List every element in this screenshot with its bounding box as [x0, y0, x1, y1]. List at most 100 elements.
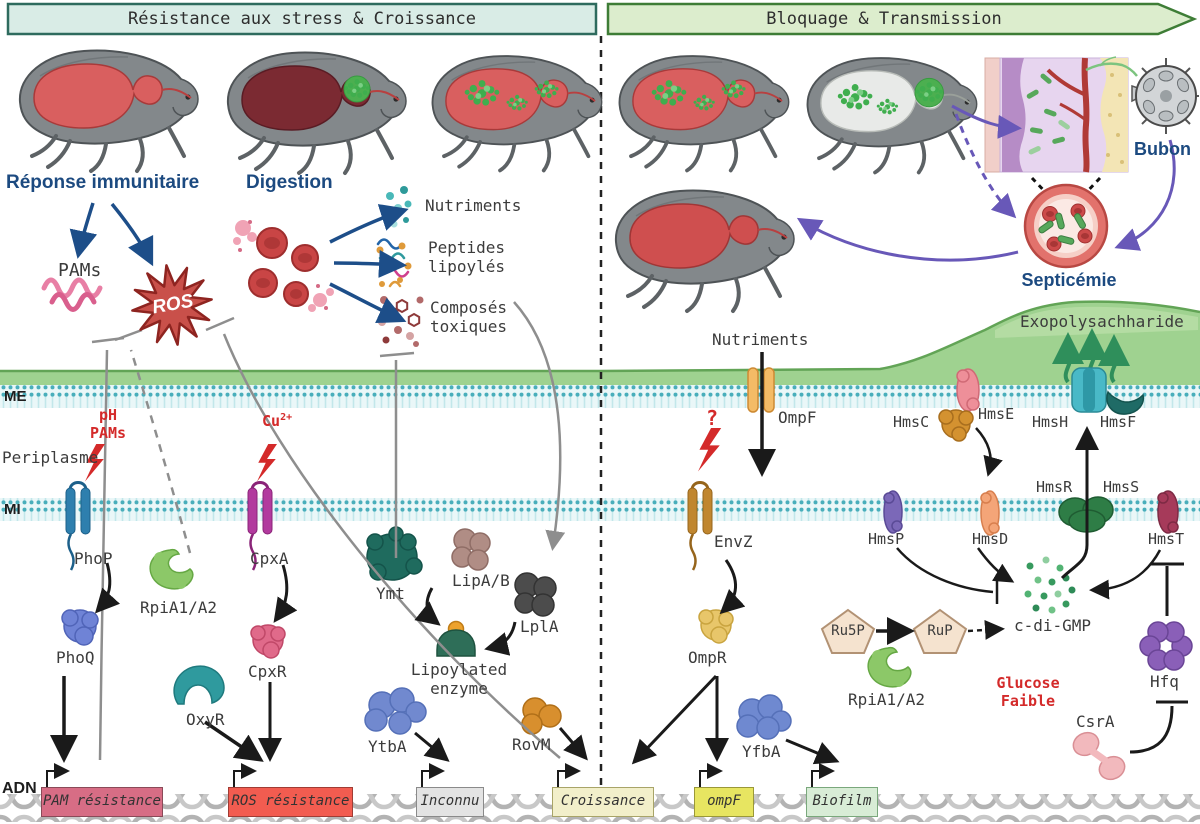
hmsE-protein [956, 368, 980, 412]
gene-box-biofilm: Biofilm [806, 787, 878, 817]
toxic-compounds-cluster [378, 296, 424, 347]
hmsF-label: HmsF [1100, 413, 1137, 431]
nutrients-right-label: Nutriments [712, 330, 809, 349]
exopolysaccharide-label: Exopolysachharide [1020, 312, 1184, 331]
lipAB-label: LipA/B [452, 571, 510, 590]
lipoylated-peptides-label: Peptides lipoylés [428, 238, 506, 277]
flea-refed [613, 188, 796, 313]
septicemia-red-cells [1042, 203, 1093, 252]
yfbA-label: YfbA [742, 742, 781, 761]
ompF-label: OmpF [778, 408, 817, 427]
stress-lightning-bolts [85, 428, 722, 482]
flea-fed [17, 48, 200, 174]
outer-membrane [0, 385, 1200, 408]
gene-box-ros-resistance: ROS résistance [228, 787, 353, 817]
bubo-label: Bubon [1134, 139, 1191, 159]
ru5p-label: Ru5P [831, 623, 865, 639]
oxyR-label: OxyR [186, 710, 225, 729]
immune-response-title: Réponse immunitaire [6, 172, 200, 193]
inner-membrane-label: MI [4, 501, 21, 518]
phoQ-blob [61, 609, 99, 646]
ompR-label: OmpR [688, 648, 727, 667]
rpiA-blob-right [867, 646, 912, 688]
hmsC-blob [938, 409, 974, 442]
lipoylated-enzyme-label: Lipoylated enzyme [410, 660, 508, 699]
flea-digesting-proventriculus-colonized [225, 50, 408, 176]
ompF-porin [747, 367, 775, 413]
hmsP-label: HmsP [868, 530, 905, 548]
rpiA-right-label: RpiA1/A2 [848, 690, 926, 709]
black-arrows [50, 352, 1188, 765]
cpxR-label: CpxR [248, 662, 287, 681]
ymt-label: Ymt [376, 584, 405, 603]
ros-starburst [131, 264, 213, 346]
unknown-stress-label: ? [706, 406, 719, 430]
flea-gut-colonized [430, 54, 604, 173]
lipoylated-enzyme-shape [436, 620, 476, 657]
hmsS-label: HmsS [1103, 478, 1140, 496]
oxyR-blob [173, 665, 225, 705]
gene-box-croissance: Croissance [552, 787, 654, 817]
csrA-dumbbell [1072, 731, 1126, 781]
rup-pentagon [912, 608, 968, 654]
rpiA-blob-left [149, 548, 194, 590]
ph-pams-stress-label: pH PAMs [89, 406, 127, 442]
septicemia-vessel [1023, 176, 1109, 269]
hmsC-label: HmsC [893, 413, 930, 431]
gene-box-ompf: ompF [694, 787, 754, 817]
yfbA-blob [736, 694, 792, 740]
purple-transmission-arrows [796, 104, 1176, 262]
gene-promoters [46, 763, 835, 787]
hfq-label: Hfq [1150, 672, 1179, 691]
c-di-gmp-label: c-di-GMP [1014, 616, 1092, 635]
toxic-compounds-label: Composés toxiques [430, 298, 508, 337]
phoP-label: PhoP [74, 549, 113, 568]
ru5p-pentagon [820, 608, 876, 654]
hfq-ring [1139, 621, 1193, 671]
hmsP-protein [883, 490, 903, 534]
pams-label: PAMs [58, 260, 102, 281]
nutrients-dots [382, 186, 412, 228]
hmsD-protein [980, 490, 1000, 536]
gray-regulation-lines [91, 301, 566, 761]
rup-label: RuP [927, 623, 953, 639]
outer-membrane-label: ME [4, 388, 27, 405]
banner-right-shape [606, 2, 1198, 36]
ymt-blob [366, 526, 423, 581]
digestion-title: Digestion [246, 172, 333, 193]
banner-left-shape [6, 2, 598, 36]
skin-section [984, 56, 1138, 173]
csrA-label: CsrA [1076, 712, 1115, 731]
lplA-blob [514, 572, 557, 617]
skin-bacteria-rods [1026, 73, 1070, 155]
septicemia-bacteria [1038, 212, 1086, 245]
cpxR-blob [250, 624, 286, 659]
envZ-label: EnvZ [714, 532, 753, 551]
hmsR-label: HmsR [1036, 478, 1073, 496]
gene-box-inconnu: Inconnu [416, 787, 484, 817]
hmsT-protein [1157, 490, 1179, 534]
cpxA-label: CpxA [250, 549, 289, 568]
hmsD-label: HmsD [972, 530, 1009, 548]
phoQ-label: PhoQ [56, 648, 95, 667]
envZ-sensor [686, 481, 714, 572]
ompR-blob [698, 609, 734, 644]
hmsH-channel [1071, 367, 1107, 413]
rovM-blob [521, 697, 562, 735]
pams-squiggle [41, 277, 103, 312]
lipAB-blob [451, 528, 491, 571]
low-glucose-label: Glucose Faible [996, 674, 1060, 710]
rovM-label: RovM [512, 735, 551, 754]
ytbA-label: YtbA [368, 737, 407, 756]
hmsE-label: HmsE [978, 405, 1015, 423]
flea-gut-colonized-right [617, 54, 791, 173]
flea-blocked [805, 56, 979, 175]
periplasm-label: Periplasme [2, 448, 99, 467]
copper-stress-label: Cu2+ [262, 412, 293, 430]
rpiA-left-label: RpiA1/A2 [140, 598, 218, 617]
hmsF-crescent [1106, 390, 1145, 415]
gut-epithelium-band [0, 300, 1200, 390]
blue-arrows [69, 202, 409, 324]
